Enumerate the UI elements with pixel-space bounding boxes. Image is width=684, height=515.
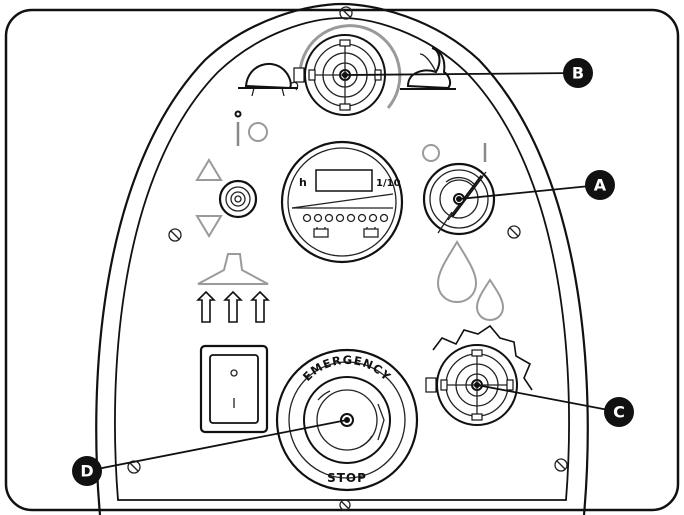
hare-icon xyxy=(400,47,456,90)
screw-left xyxy=(168,228,182,242)
vacuum-rocker-switch[interactable] xyxy=(199,344,269,434)
console-shell xyxy=(95,2,589,515)
callout-c: C xyxy=(474,382,634,427)
battery-icon xyxy=(363,227,379,238)
hour-meter-unit-right: 1/10 xyxy=(376,178,401,189)
emergency-stop-bottom-label: STOP xyxy=(327,471,367,485)
water-flow-knob[interactable] xyxy=(425,324,533,426)
screw-bottom xyxy=(339,499,351,511)
screw-bottom-right xyxy=(554,458,568,472)
tortoise-icon xyxy=(238,62,299,97)
callout-a: A xyxy=(456,170,615,202)
callout-c-label: C xyxy=(613,403,625,422)
callout-b-label: B xyxy=(572,64,584,83)
water-drops-icon xyxy=(436,240,505,322)
hour-meter-display xyxy=(280,140,404,264)
screw-top xyxy=(339,6,353,20)
vacuum-suction-icon xyxy=(196,253,270,323)
info-icon xyxy=(234,110,268,146)
hour-meter-window xyxy=(315,169,373,192)
power-off-on-icon xyxy=(422,143,487,162)
rocker-off-mark xyxy=(230,369,238,377)
callout-b: B xyxy=(342,58,593,88)
hour-meter-unit-left: h xyxy=(299,176,307,189)
charge-level-indicators xyxy=(302,213,389,223)
brush-lift-switch[interactable] xyxy=(218,179,258,219)
battery-icon xyxy=(313,227,329,238)
up-down-arrows-icon xyxy=(195,158,223,238)
outer-frame xyxy=(4,8,680,512)
callout-a-label: A xyxy=(594,176,607,195)
callout-d-label: D xyxy=(80,462,93,481)
callout-d: D xyxy=(72,417,350,486)
screw-right xyxy=(507,225,521,239)
speed-adjust-knob[interactable] xyxy=(293,24,402,116)
